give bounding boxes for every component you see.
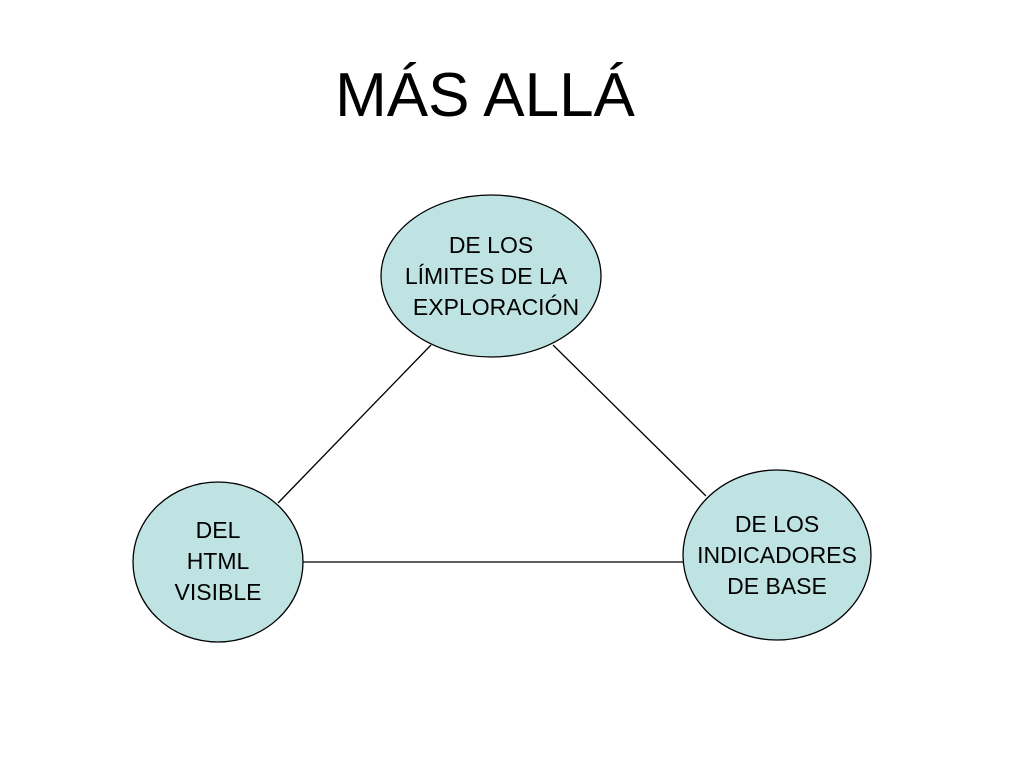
node-top-line-3: EXPLORACIÓN (412, 294, 580, 320)
node-left-line-1: DEL (195, 517, 241, 543)
node-top-label: DE LOS LÍMITES DE LA EXPLORACIÓN (381, 230, 601, 323)
edge-top-left (277, 344, 432, 504)
node-top-line-2: LÍMITES DE LA (404, 263, 568, 289)
node-right-line-2: INDICADORES (697, 542, 857, 568)
node-left-ellipse (132, 481, 304, 643)
diagram-title: MÁS ALLÁ (335, 61, 635, 130)
node-right-label: DE LOS INDICADORES DE BASE (677, 509, 877, 602)
node-left-line-2: HTML (186, 548, 250, 574)
node-left-line-3: VISIBLE (174, 579, 262, 605)
node-top-line-1: DE LOS (448, 232, 534, 258)
node-right-line-1: DE LOS (734, 511, 820, 537)
edge-top-right (552, 344, 707, 497)
node-right-line-3: DE BASE (727, 573, 827, 599)
node-top-ellipse (380, 194, 602, 358)
node-left-label: DEL HTML VISIBLE (133, 515, 303, 608)
node-right-ellipse (682, 469, 872, 641)
